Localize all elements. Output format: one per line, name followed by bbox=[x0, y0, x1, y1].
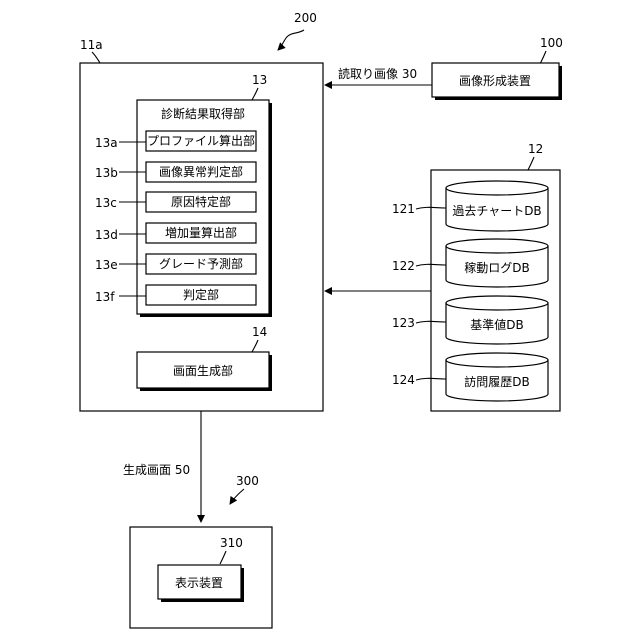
gen-screen-label: 生成画面 50 bbox=[123, 463, 190, 477]
ref-increase: 13d bbox=[95, 228, 118, 242]
ref-server: 11a bbox=[80, 38, 103, 52]
db-visit-label: 訪問履歴DB bbox=[464, 374, 529, 389]
db-log-top bbox=[446, 239, 548, 253]
ref-judge: 13f bbox=[95, 290, 115, 304]
ref-server-leader bbox=[92, 52, 100, 63]
ref-grade: 13e bbox=[95, 258, 118, 272]
cause-label: 原因特定部 bbox=[171, 194, 231, 209]
ref-db-past: 121 bbox=[392, 202, 415, 216]
db-ref: 基準値DB 123 bbox=[392, 296, 548, 344]
judge-label: 判定部 bbox=[183, 287, 219, 302]
db-ref-top bbox=[446, 296, 548, 310]
ref-abnormal: 13b bbox=[95, 166, 118, 180]
db-ref-label: 基準値DB bbox=[470, 317, 523, 332]
increase-label: 増加量算出部 bbox=[165, 225, 237, 240]
image-forming-label: 画像形成装置 bbox=[459, 74, 531, 88]
ref-db-ref: 123 bbox=[392, 316, 415, 330]
ref-profile: 13a bbox=[95, 136, 118, 150]
db-past: 過去チャートDB 121 bbox=[392, 181, 548, 231]
db-past-label: 過去チャートDB bbox=[452, 204, 541, 218]
ref-terminal-leader bbox=[230, 489, 244, 504]
ref-db-log: 122 bbox=[392, 259, 415, 273]
ref-cause: 13c bbox=[95, 196, 117, 210]
abnormal-label: 画像異常判定部 bbox=[159, 164, 243, 179]
ref-diag-unit: 13 bbox=[252, 73, 267, 87]
db-visit-top bbox=[446, 353, 548, 367]
grade-label: グレード予測部 bbox=[159, 256, 243, 271]
ref-display: 310 bbox=[220, 536, 243, 550]
db-log: 稼動ログDB 122 bbox=[392, 239, 548, 287]
read-image-label: 読取り画像 30 bbox=[338, 66, 417, 81]
db-visit: 訪問履歴DB 124 bbox=[392, 353, 548, 401]
ref-screen-gen: 14 bbox=[252, 325, 267, 339]
ref-image-forming-leader bbox=[540, 51, 546, 64]
ref-system: 200 bbox=[294, 11, 317, 25]
display-label: 表示装置 bbox=[175, 576, 223, 590]
db-log-label: 稼動ログDB bbox=[464, 260, 529, 275]
ref-terminal: 300 bbox=[236, 474, 259, 488]
ref-image-forming: 100 bbox=[540, 36, 563, 50]
ref-system-leader bbox=[278, 30, 304, 50]
db-past-top bbox=[446, 181, 548, 195]
screen-gen-label: 画面生成部 bbox=[173, 363, 233, 378]
diag-unit-label: 診断結果取得部 bbox=[161, 106, 245, 121]
ref-storage: 12 bbox=[528, 142, 543, 156]
profile-label: プロファイル算出部 bbox=[147, 133, 255, 148]
ref-db-visit: 124 bbox=[392, 373, 415, 387]
ref-storage-leader bbox=[528, 157, 534, 170]
